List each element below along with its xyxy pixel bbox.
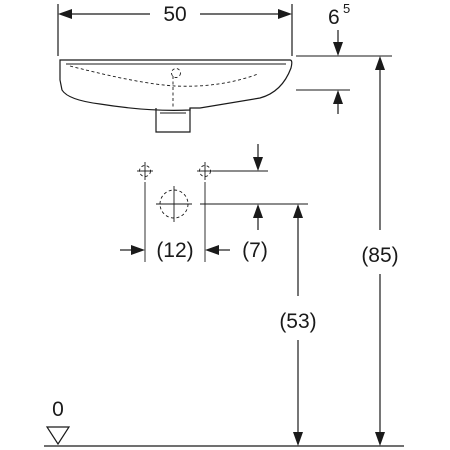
total-height-dimension: (85) <box>361 56 399 446</box>
width-label: 50 <box>163 3 186 26</box>
width-dimension: 50 <box>57 3 293 56</box>
floor-level: 0 <box>44 398 404 447</box>
tap-hole-height-arrow <box>253 144 263 230</box>
hole-offset-label: (7) <box>242 239 268 262</box>
outlet-height-dimension: (53) <box>279 204 317 446</box>
hole-spacing-label: (12) <box>156 239 193 262</box>
drain-outlet-marker <box>156 186 308 222</box>
floor-level-label: 0 <box>52 398 64 421</box>
hole-spacing-dimension: (12) (7) <box>120 182 268 262</box>
basin-profile <box>59 59 293 133</box>
rim-height-dimension: 6 5 <box>296 1 392 114</box>
total-height-label: (85) <box>361 244 398 267</box>
outlet-height-label: (53) <box>279 310 316 333</box>
level-triangle-icon <box>45 426 71 446</box>
rim-height-superscript: 5 <box>343 1 350 16</box>
tap-hole-markers <box>137 162 268 180</box>
rim-height-label: 6 <box>328 6 340 29</box>
